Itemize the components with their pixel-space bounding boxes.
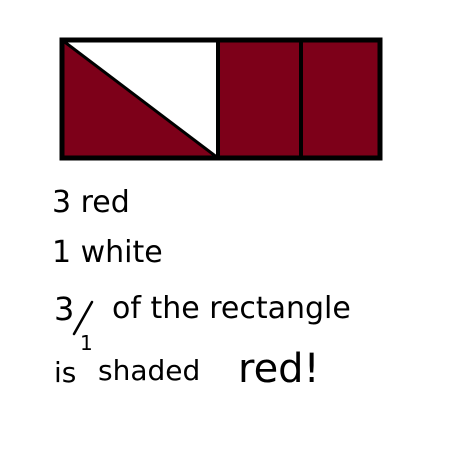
conclusion-word-shaded: shaded [98, 354, 200, 387]
conclusion-word-red: red! [238, 346, 320, 392]
conclusion-word-is: is [54, 356, 76, 389]
shaded-rectangle-part-2 [301, 40, 380, 158]
fraction: 3 1 [54, 290, 94, 355]
divided-rectangle [59, 37, 383, 161]
diagonal-line [61, 38, 219, 160]
fraction-bar [72, 300, 94, 336]
rectangle-outline [59, 37, 383, 161]
conclusion-line-1: of the rectangle [112, 291, 351, 326]
fraction-denominator: 1 [80, 331, 93, 355]
red-count-text: 3 red [52, 185, 130, 220]
shaded-rectangle-part-1 [218, 40, 301, 158]
fraction-numerator: 3 [54, 290, 74, 328]
white-count-text: 1 white [52, 235, 163, 270]
